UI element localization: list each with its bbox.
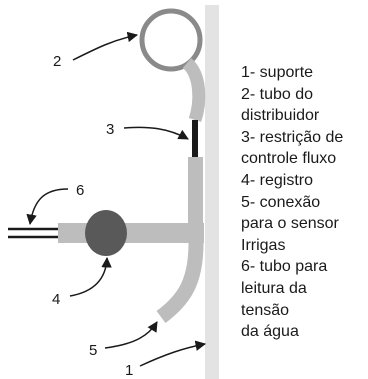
arrow-5 xyxy=(104,321,158,349)
legend-line: leitura da xyxy=(241,279,307,297)
callout-6: 6 xyxy=(76,182,84,199)
legend-line: para o sensor xyxy=(241,215,339,233)
vertical-tube xyxy=(188,157,203,241)
arrow-1 xyxy=(139,340,207,367)
legend-line: 3- restrição de xyxy=(241,128,344,146)
arrow-2 xyxy=(72,31,139,61)
sensor-connection xyxy=(156,242,204,324)
distributor-tube xyxy=(182,58,206,123)
arrow-4 xyxy=(69,256,112,297)
callout-3: 3 xyxy=(106,121,114,138)
legend-line: 6- tubo para xyxy=(241,258,328,276)
callout-5: 5 xyxy=(89,342,97,359)
callout-4: 4 xyxy=(52,291,60,308)
flow-restriction xyxy=(192,120,198,157)
support-post xyxy=(205,5,219,379)
legend-line: 4- registro xyxy=(241,171,314,189)
legend-line: distribuidor xyxy=(241,107,320,125)
legend-line: tensão xyxy=(241,301,290,319)
distributor-ring xyxy=(139,8,203,72)
callout-1: 1 xyxy=(125,362,133,379)
horizontal-branch xyxy=(58,223,204,243)
arrow-3 xyxy=(123,126,189,140)
legend-line: 5- conexão xyxy=(241,193,321,211)
arrow-6 xyxy=(26,188,69,226)
valve xyxy=(85,210,127,256)
legend-line: controle fluxo xyxy=(241,150,337,168)
legend-line: 1- suporte xyxy=(241,64,314,81)
legend: 1- suporte 2- tubo do distribuidor 3- re… xyxy=(241,62,365,343)
legend-line: da água xyxy=(241,323,299,341)
legend-line: Irrigas xyxy=(241,236,286,254)
legend-line: 2- tubo do xyxy=(241,85,314,103)
callout-2: 2 xyxy=(53,53,61,70)
